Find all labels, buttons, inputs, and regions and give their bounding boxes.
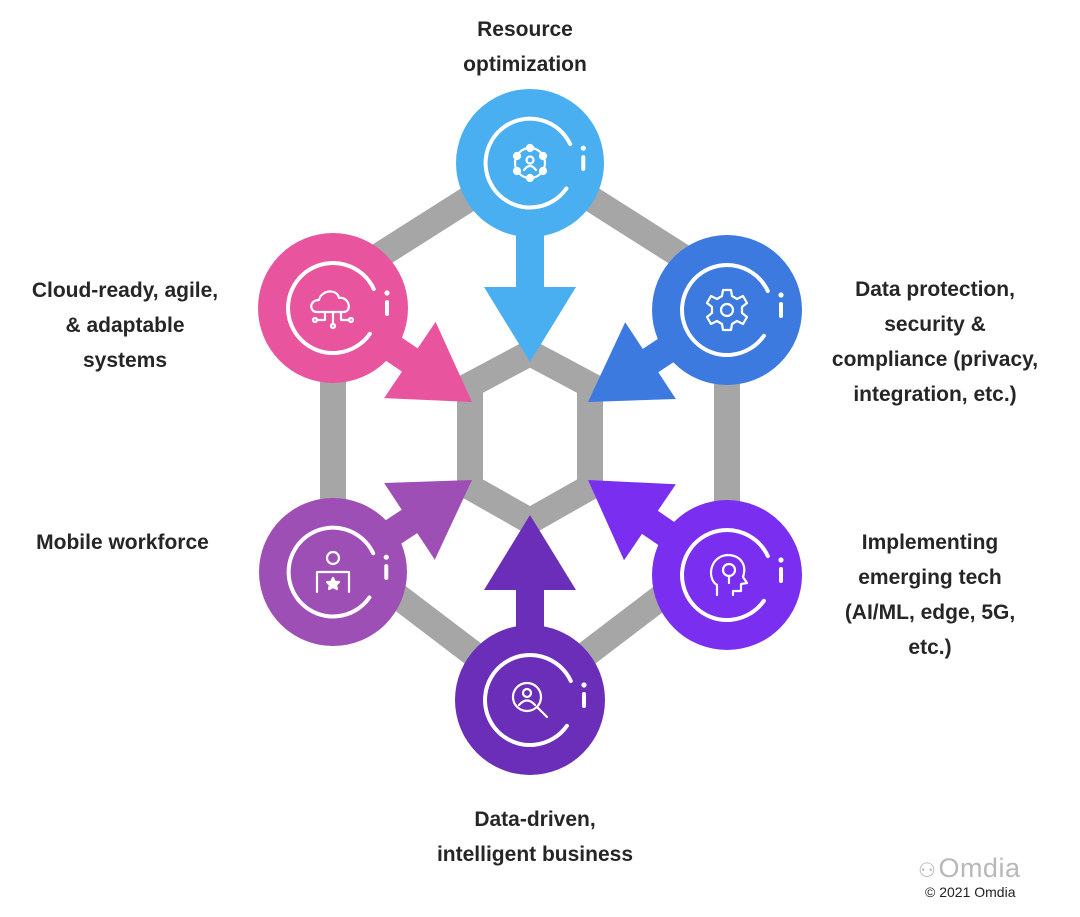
ring-dot xyxy=(580,145,586,151)
cloud-network-icon xyxy=(310,290,355,330)
wechat-icon: ⚇ xyxy=(918,860,937,882)
ring-dot xyxy=(383,554,389,560)
ring-dot xyxy=(778,292,784,298)
node-circle-top xyxy=(456,89,604,237)
ring-arc xyxy=(286,261,376,356)
node-circle-tr xyxy=(652,235,802,385)
label-line: (AI/ML, edge, 5G, xyxy=(844,601,1016,624)
search-person-icon xyxy=(511,681,549,719)
copyright-text: © 2021 Omdia xyxy=(925,884,1016,900)
label-line: integration, etc.) xyxy=(853,383,1017,406)
label-line: emerging tech xyxy=(858,566,1002,589)
label-line: Data-driven, xyxy=(474,808,596,831)
node-label-data-protection: Data protection, security & compliance (… xyxy=(800,272,1070,412)
arrow-top xyxy=(484,163,576,362)
ring-arc xyxy=(483,116,573,210)
label-line: intelligent business xyxy=(436,843,634,866)
label-line: & adaptable xyxy=(65,314,185,337)
ring-arc xyxy=(483,653,573,748)
ring-arc xyxy=(286,525,376,619)
ring-dot xyxy=(581,682,587,688)
node-label-mobile-workforce: Mobile workforce xyxy=(0,525,245,560)
node-label-resource-optimization: Resource optimization xyxy=(400,12,650,82)
node-circle-bottom xyxy=(455,625,605,775)
ring-arc xyxy=(680,263,770,358)
node-label-data-driven: Data-driven, intelligent business xyxy=(385,802,685,872)
label-line: Data protection, xyxy=(855,278,1015,301)
node-circle-ml xyxy=(259,498,407,646)
ring-arc xyxy=(680,528,770,623)
gear-icon xyxy=(705,288,749,332)
node-circle-br xyxy=(652,500,802,650)
network-nodes-icon xyxy=(512,143,548,183)
watermark-text: Omdia xyxy=(938,853,1021,883)
watermark-logo: ⚇Omdia xyxy=(918,853,1020,884)
user-star-icon xyxy=(315,550,351,594)
label-line: optimization xyxy=(463,53,587,76)
node-label-cloud-ready: Cloud-ready, agile, & adaptable systems xyxy=(0,273,250,378)
label-line: Cloud-ready, agile, xyxy=(31,279,219,302)
label-line: security & xyxy=(884,313,986,336)
ai-head-icon xyxy=(709,553,749,597)
node-circle-tl xyxy=(258,233,408,383)
label-line: Mobile workforce xyxy=(36,531,209,554)
center-hexagon xyxy=(457,338,603,536)
arrow-bottom xyxy=(484,515,576,700)
ring-dot xyxy=(778,557,784,563)
ring-dot xyxy=(384,290,390,296)
label-line: Resource xyxy=(477,18,573,41)
label-line: etc.) xyxy=(908,636,952,659)
label-line: Implementing xyxy=(861,531,999,554)
node-label-emerging-tech: Implementing emerging tech (AI/ML, edge,… xyxy=(810,525,1050,665)
label-line: compliance (privacy, xyxy=(831,348,1039,371)
label-line: systems xyxy=(82,349,168,372)
